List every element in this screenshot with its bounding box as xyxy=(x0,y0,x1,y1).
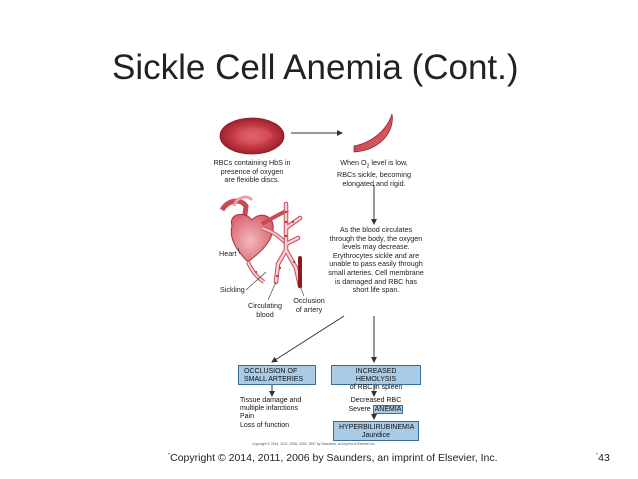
to-occlusion-box-arrow xyxy=(271,315,345,363)
sickling-label: Sickling xyxy=(220,285,245,294)
footer-bullet: • xyxy=(168,452,171,458)
occlusion-label-line xyxy=(299,285,305,297)
occlusion-effects-text: Tissue damage and multiple infarctions P… xyxy=(240,397,302,429)
footer-copyright: •Copyright © 2014, 2011, 2006 by Saunder… xyxy=(168,452,498,464)
heart-label: Heart xyxy=(219,249,237,258)
circulation-description: As the blood circulates through the body… xyxy=(328,225,424,295)
blood-vessels-illustration xyxy=(246,201,303,289)
circulating-blood-label: Circulating blood xyxy=(248,301,282,319)
severe-anemia-line: Severe ANEMIA xyxy=(338,404,414,415)
normal-rbc-caption: RBCs containing HbS in presence of oxyge… xyxy=(213,158,291,185)
circulating-label-line xyxy=(267,281,277,301)
sickling-label-line xyxy=(245,271,267,291)
sickle-cell-image xyxy=(353,113,393,153)
sickle-caption-text-rest: level is low, RBCs sickle, becoming elon… xyxy=(337,158,411,188)
sickle-caption: When O2 level is low, RBCs sickle, becom… xyxy=(322,158,426,188)
slide-title: Sickle Cell Anemia (Cont.) xyxy=(112,48,519,87)
occlusion-artery-label: Occlusion of artery xyxy=(293,296,325,314)
page-number-text: 43 xyxy=(598,452,610,464)
page-number: •43 xyxy=(596,452,610,464)
severe-text: Severe xyxy=(348,405,373,413)
hyperbilirubinemia-box: HYPERBILIRUBINEMIA Jaundice xyxy=(333,421,419,441)
heart-label-line xyxy=(237,247,241,255)
sickle-caption-text: When O xyxy=(340,158,367,167)
occlusion-small-arteries-box: OCCLUSION OF SMALL ARTERIES xyxy=(238,365,316,385)
anemia-badge: ANEMIA xyxy=(372,404,404,414)
normal-rbc-image xyxy=(219,117,285,155)
decreased-rbc-text: Decreased RBC xyxy=(350,397,402,404)
figure-copyright: Copyright © 2014, 2011, 2006, 2002, 1997… xyxy=(252,442,376,446)
page-number-bullet: • xyxy=(596,452,599,458)
increased-hemolysis-box: INCREASED HEMOLYSIS of RBC in spleen xyxy=(331,365,421,391)
anemia-block: Decreased RBC Severe ANEMIA xyxy=(338,397,414,414)
footer-copyright-text: Copyright © 2014, 2011, 2006 by Saunders… xyxy=(170,452,498,464)
oxygen-subscript: 2 xyxy=(366,163,370,170)
